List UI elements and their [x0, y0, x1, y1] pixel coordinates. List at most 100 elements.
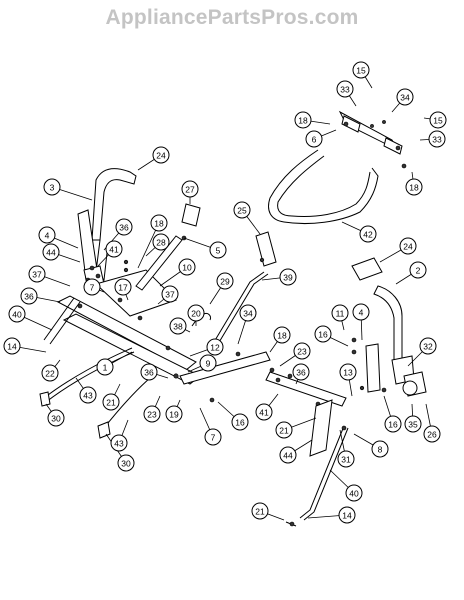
callout-number: 2 [416, 266, 421, 276]
callout-number: 27 [185, 185, 195, 195]
callout-circle [429, 111, 447, 129]
callout-number: 34 [243, 309, 253, 319]
part-callout: 21 [275, 421, 293, 439]
callout-circle [209, 241, 227, 259]
callout-circle [150, 214, 168, 232]
callout-circle [115, 218, 133, 236]
callout-number: 9 [206, 359, 211, 369]
callout-circle [399, 237, 417, 255]
part-callout: 24 [152, 146, 170, 164]
callout-number: 44 [283, 451, 293, 461]
part-callout: 40 [8, 305, 26, 323]
callout-circle [314, 325, 332, 343]
callout-circle [251, 502, 269, 520]
callout-number: 41 [109, 245, 119, 255]
callout-number: 1 [103, 363, 108, 373]
lower-rod-assembly [285, 399, 349, 527]
callout-number: 24 [403, 242, 413, 252]
callout-circle [404, 415, 422, 433]
part-callout: 17 [114, 278, 132, 296]
part-callout: 16 [231, 413, 249, 431]
control-lever-assembly [77, 168, 137, 289]
callout-circle [102, 393, 120, 411]
callout-number: 43 [83, 391, 93, 401]
watermark: AppliancePartsPros.com [105, 6, 359, 29]
callout-circle [152, 146, 170, 164]
callout-circle [255, 403, 273, 421]
part-callout: 7 [83, 278, 101, 296]
callout-number: 21 [279, 426, 289, 436]
callout-circle [199, 354, 217, 372]
part-callout: 44 [279, 446, 297, 464]
callout-number: 23 [147, 410, 157, 420]
callout-number: 24 [156, 151, 166, 161]
callout-number: 15 [433, 116, 443, 126]
part-callout: 41 [255, 403, 273, 421]
callout-circle [292, 363, 310, 381]
callout-number: 39 [283, 273, 293, 283]
callout-circle [409, 261, 427, 279]
callout-number: 33 [432, 135, 442, 145]
callout-circle [405, 178, 423, 196]
callout-circle [371, 440, 389, 458]
callout-circle [279, 268, 297, 286]
callout-number: 4 [45, 231, 50, 241]
part-callout: 18 [294, 111, 312, 129]
part-callout: 15 [352, 61, 370, 79]
callout-number: 23 [297, 347, 307, 357]
callout-circle [178, 258, 196, 276]
cross-shaft-frame [43, 269, 201, 385]
callout-number: 11 [336, 309, 345, 319]
callout-circle [47, 409, 65, 427]
callout-number: 34 [400, 93, 410, 103]
callout-circle [273, 326, 291, 344]
callout-number: 31 [341, 455, 351, 465]
callout-circle [169, 317, 187, 335]
callout-number: 13 [343, 368, 353, 378]
part-callout: 19 [165, 405, 183, 423]
callout-circle [3, 337, 21, 355]
callout-circle [181, 180, 199, 198]
callout-circle [204, 428, 222, 446]
callout-number: 21 [106, 398, 116, 408]
part-callout: 16 [314, 325, 332, 343]
part-callout: 21 [102, 393, 120, 411]
callout-circle [143, 405, 161, 423]
callout-number: 18 [277, 331, 287, 341]
callout-number: 36 [144, 368, 154, 378]
part-callout: 23 [143, 405, 161, 423]
callout-circle [423, 425, 441, 443]
callout-number: 36 [119, 223, 129, 233]
part-callout: 4 [38, 226, 56, 244]
part-callout: 27 [181, 180, 199, 198]
part-callout: 23 [293, 342, 311, 360]
callout-circle [239, 304, 257, 322]
callout-circle [161, 285, 179, 303]
callout-number: 43 [114, 439, 124, 449]
callout-number: 44 [46, 248, 56, 258]
callout-number: 22 [45, 369, 55, 379]
part-callout: 43 [79, 386, 97, 404]
callout-circle [187, 304, 205, 322]
callout-number: 14 [342, 511, 352, 521]
callout-number: 16 [318, 330, 328, 340]
callout-circle [345, 484, 363, 502]
callout-circle [114, 278, 132, 296]
part-callout: 26 [423, 425, 441, 443]
callout-number: 21 [255, 507, 265, 517]
callout-number: 38 [173, 322, 183, 332]
part-callout: 15 [429, 111, 447, 129]
callout-number: 5 [216, 246, 221, 256]
callout-circle [396, 88, 414, 106]
part-callout: 29 [216, 272, 234, 290]
callout-circle [352, 303, 370, 321]
callout-number: 42 [363, 230, 373, 240]
part-callout: 9 [199, 354, 217, 372]
callout-number: 10 [182, 263, 192, 273]
callout-number: 7 [211, 433, 216, 443]
callout-number: 14 [7, 342, 17, 352]
callout-number: 33 [340, 85, 350, 95]
callout-circle [152, 233, 170, 251]
part-callout: 36 [20, 287, 38, 305]
part-callout: 14 [3, 337, 21, 355]
